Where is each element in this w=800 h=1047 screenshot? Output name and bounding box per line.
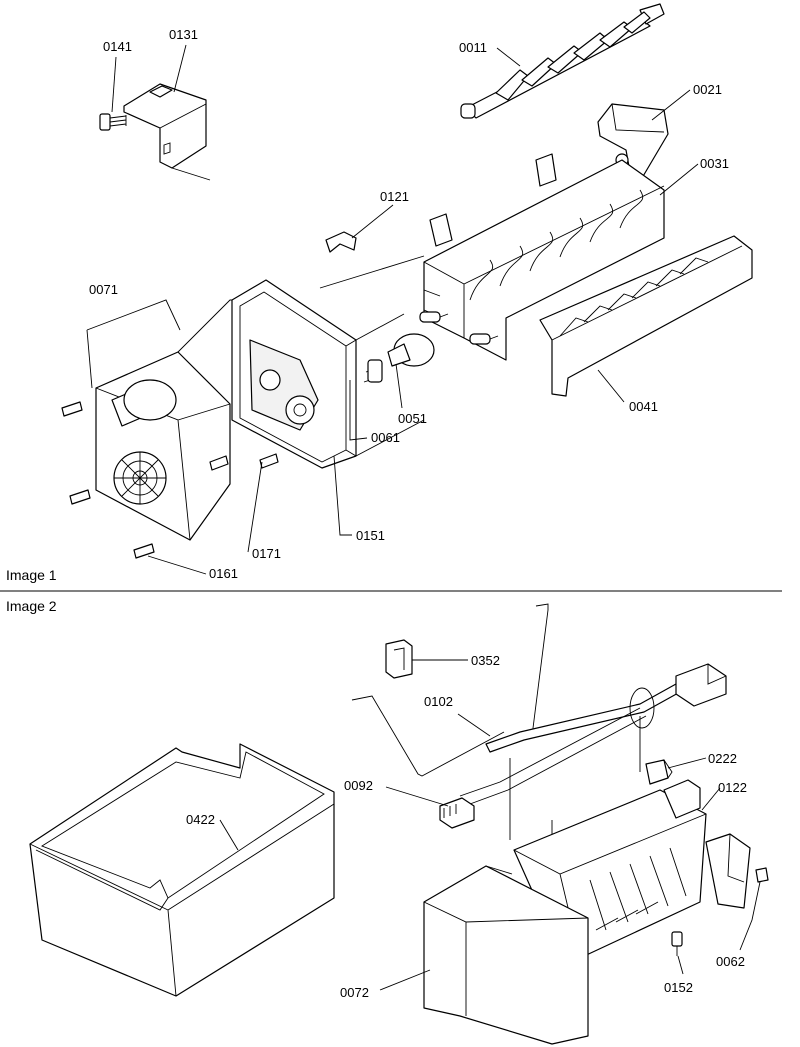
part-0352-clip	[385, 639, 413, 679]
part-0102-bail-arm	[351, 603, 549, 777]
label-0151: 0151	[356, 528, 385, 543]
part-0121-clip	[325, 231, 357, 253]
label-0152: 0152	[664, 980, 693, 995]
part-0061-housing	[231, 279, 357, 469]
label-0072: 0072	[340, 985, 369, 1000]
part-0422-ice-bucket	[29, 743, 335, 997]
leaders-image2	[219, 659, 761, 991]
part-0041-front-strip	[539, 235, 753, 397]
part-mold-pins	[419, 311, 499, 345]
part-0092-connector	[439, 797, 475, 829]
label-0171: 0171	[252, 546, 281, 561]
label-0062: 0062	[716, 954, 745, 969]
label-0161: 0161	[209, 566, 238, 581]
part-0051-motor	[363, 333, 435, 383]
label-0141: 0141	[103, 39, 132, 54]
label-0011: 0011	[459, 40, 487, 55]
label-0061: 0061	[371, 430, 400, 445]
part-0071-control-module	[95, 299, 232, 541]
label-0031: 0031	[700, 156, 729, 171]
part-0152-screw	[671, 931, 683, 956]
part-0222-clip	[645, 759, 673, 785]
caption-image-2: Image 2	[6, 598, 57, 614]
label-0131: 0131	[169, 27, 198, 42]
label-0422: 0422	[186, 812, 215, 827]
label-0071: 0071	[89, 282, 118, 297]
label-0352: 0352	[471, 653, 500, 668]
label-0122: 0122	[718, 780, 747, 795]
label-0051: 0051	[398, 411, 427, 426]
leaders-image1	[86, 44, 699, 575]
label-0021: 0021	[693, 82, 722, 97]
image-2-panel: Image 2	[6, 598, 769, 1045]
label-0102: 0102	[424, 694, 453, 709]
assembly-guides-image1	[319, 255, 425, 457]
caption-image-1: Image 1	[6, 567, 57, 583]
label-0222: 0222	[708, 751, 737, 766]
image-1-panel: 0141 0131 0011 0021 0031 0121 0071 0051 …	[6, 3, 753, 583]
part-0141-screw	[99, 113, 127, 131]
part-0011-ejector-shaft	[460, 3, 665, 119]
part-0131-bracket	[123, 83, 211, 181]
part-0072-housing-cover	[423, 865, 589, 1045]
part-0031-ice-mold	[423, 153, 665, 361]
label-0041: 0041	[629, 399, 658, 414]
part-screws-image1	[61, 401, 279, 559]
part-0062-bracket	[705, 833, 769, 909]
label-0121: 0121	[380, 189, 409, 204]
label-0092: 0092	[344, 778, 373, 793]
part-wiring-harness	[459, 663, 727, 844]
